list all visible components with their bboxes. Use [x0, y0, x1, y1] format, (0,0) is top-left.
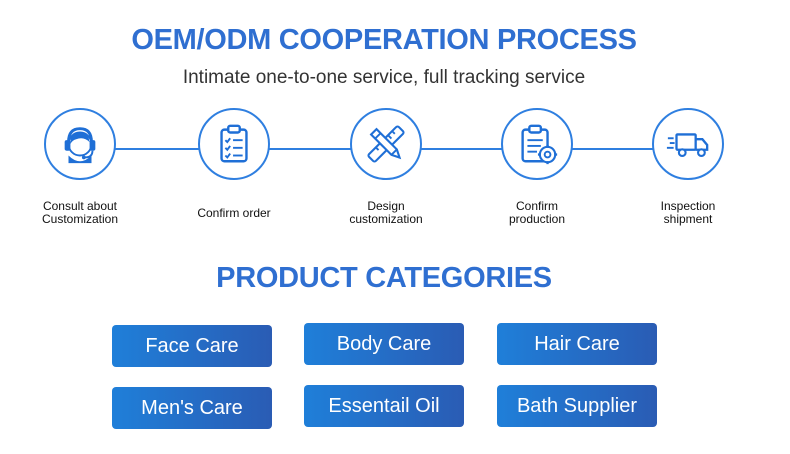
pencil-ruler-icon	[367, 125, 405, 163]
process-flow: Consult about Customization Confirm orde…	[0, 108, 790, 238]
category-essential-oil-button[interactable]: Essentail Oil	[304, 385, 464, 427]
process-step-consult: Consult about Customization	[20, 108, 140, 226]
process-step-circle	[44, 108, 116, 180]
document-gear-icon	[521, 124, 558, 165]
page-title: OEM/ODM COOPERATION PROCESS	[131, 24, 637, 56]
process-step-design: Design customization	[326, 108, 446, 226]
process-step-circle	[198, 108, 270, 180]
process-step-circle	[501, 108, 573, 180]
process-step-label: Confirm order	[197, 206, 271, 220]
process-step-circle	[350, 108, 422, 180]
process-step-label: Confirm production	[508, 199, 566, 226]
process-step-label: Inspection shipment	[660, 199, 716, 226]
category-bath-supplier-button[interactable]: Bath Supplier	[497, 385, 657, 427]
process-step-circle	[652, 108, 724, 180]
categories-title: PRODUCT CATEGORIES	[216, 262, 552, 294]
category-hair-care-button[interactable]: Hair Care	[497, 323, 657, 365]
process-step-inspection: Inspection shipment	[628, 108, 748, 226]
page-subtitle: Intimate one-to-one service, full tracki…	[182, 67, 586, 88]
process-step-confirm-order: Confirm order	[174, 108, 294, 220]
process-step-confirm-production: Confirm production	[477, 108, 597, 226]
clipboard-checklist-icon	[220, 124, 248, 163]
delivery-truck-icon	[666, 133, 709, 158]
headset-support-icon	[64, 127, 96, 164]
process-step-label: Consult about Customization	[41, 199, 119, 226]
category-body-care-button[interactable]: Body Care	[304, 323, 464, 365]
category-face-care-button[interactable]: Face Care	[112, 325, 272, 367]
process-step-label: Design customization	[349, 199, 423, 226]
category-mens-care-button[interactable]: Men's Care	[112, 387, 272, 429]
